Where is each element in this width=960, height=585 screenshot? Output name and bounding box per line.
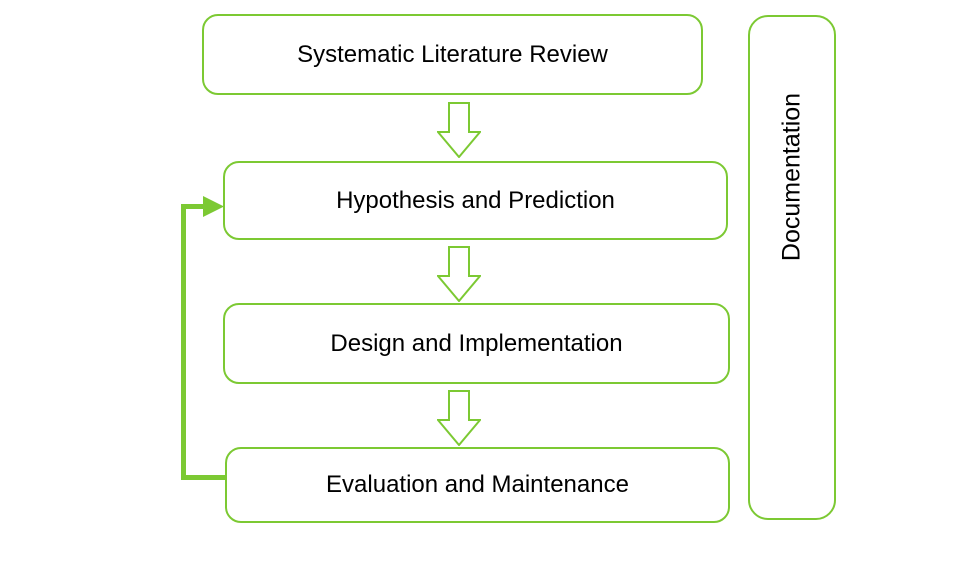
node-evaluation-and-maintenance: Evaluation and Maintenance — [225, 447, 730, 523]
down-arrow-icon — [437, 246, 481, 302]
feedback-arrowhead-icon — [203, 196, 224, 217]
node-label: Design and Implementation — [330, 329, 623, 357]
documentation-sidebar: Documentation — [748, 15, 836, 520]
node-hypothesis-and-prediction: Hypothesis and Prediction — [223, 161, 728, 240]
down-arrow-icon — [437, 102, 481, 158]
feedback-loop-arrow — [181, 196, 228, 480]
node-systematic-literature-review: Systematic Literature Review — [202, 14, 703, 95]
node-label: Evaluation and Maintenance — [326, 471, 629, 498]
down-arrow-icon — [437, 390, 481, 446]
node-label: Systematic Literature Review — [297, 40, 608, 68]
node-design-and-implementation: Design and Implementation — [223, 303, 730, 384]
documentation-label: Documentation — [777, 92, 806, 262]
node-label: Hypothesis and Prediction — [336, 186, 615, 214]
